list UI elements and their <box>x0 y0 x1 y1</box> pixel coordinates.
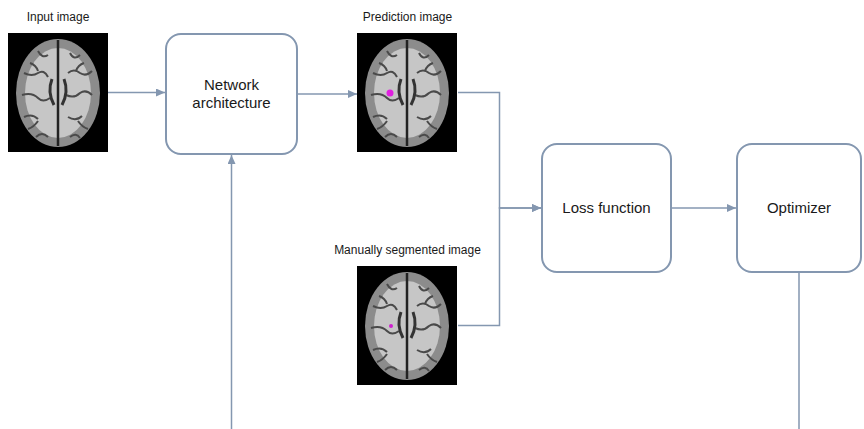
flow-arrow <box>458 208 541 326</box>
flow-arrow <box>672 207 736 209</box>
image-panel: Input image <box>8 33 108 152</box>
box-label: Loss function <box>554 199 658 217</box>
flow-arrow <box>108 92 165 94</box>
input-brain-scan <box>8 33 108 152</box>
process-box: Loss function <box>541 143 672 273</box>
manual-brain-scan <box>357 266 457 385</box>
image-label: Manually segmented image <box>333 243 483 258</box>
image-panel: Manually segmented image <box>357 266 458 385</box>
process-box: Optimizer <box>736 143 862 273</box>
prediction-brain-scan <box>357 33 457 152</box>
image-label: Input image <box>0 10 133 25</box>
flow-arrow <box>232 155 800 429</box>
image-panel: Prediction image <box>357 33 458 152</box>
flow-arrow <box>298 93 357 95</box>
box-label: Network architecture <box>167 76 296 112</box>
image-label: Prediction image <box>333 10 483 25</box>
flow-arrow <box>458 93 541 209</box>
image-heading: Prediction image <box>333 10 483 33</box>
image-heading: Manually segmented image <box>333 243 483 266</box>
process-box: Network architecture <box>165 33 298 155</box>
image-heading: Input image <box>0 10 133 33</box>
segmented-lesion <box>389 324 393 328</box>
box-label: Optimizer <box>759 199 839 217</box>
predicted-lesion <box>387 90 394 97</box>
